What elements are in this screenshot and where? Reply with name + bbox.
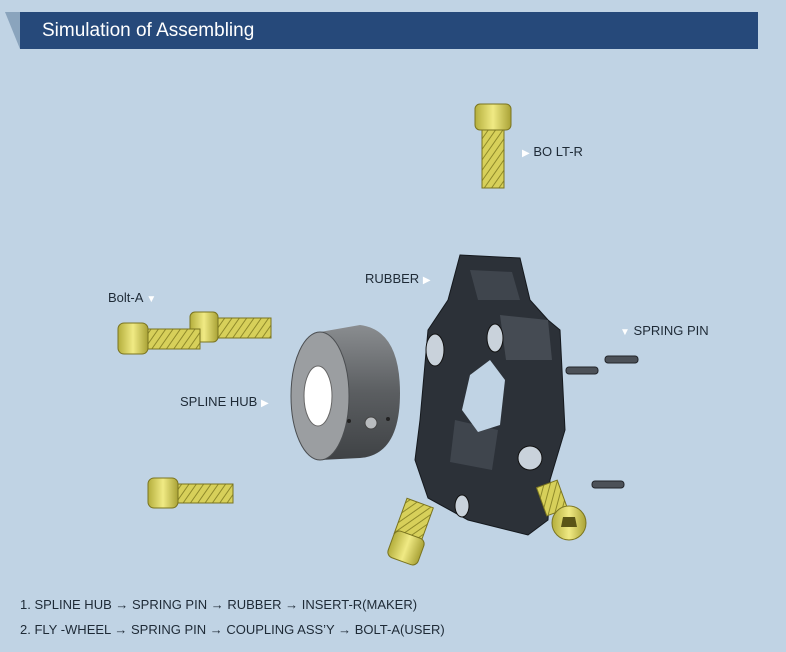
triangle-down-icon: ▼ xyxy=(146,294,157,305)
spring-pins xyxy=(565,355,639,489)
spline-hub-label: SPLINE HUB ▶ xyxy=(180,394,269,409)
step-1: 1. SPLINE HUB → SPRING PIN → RUBBER → IN… xyxy=(20,597,418,612)
triangle-right-icon: ▶ xyxy=(260,398,269,409)
bolt-r-label: ▶ BO LT-R xyxy=(522,144,583,159)
bolt-a-upper xyxy=(189,311,272,343)
bolt-r-part xyxy=(474,103,512,189)
triangle-right-icon: ▶ xyxy=(522,148,530,159)
triangle-down-icon: ▼ xyxy=(620,327,630,338)
bolt-r-lower-left xyxy=(387,497,434,566)
spline-hub-part xyxy=(290,325,400,461)
page-title: Simulation of Assembling xyxy=(20,12,758,49)
rubber-part xyxy=(414,254,566,536)
bolt-a-lower xyxy=(117,322,201,355)
triangle-right-icon: ▶ xyxy=(422,275,431,286)
assembly-steps: 1. SPLINE HUB → SPRING PIN → RUBBER → IN… xyxy=(20,592,445,642)
bolt-a-bottom xyxy=(147,477,234,509)
spring-pin-label: ▼ SPRING PIN xyxy=(620,323,709,338)
bolt-a-label: Bolt-A ▼ xyxy=(108,290,157,305)
step-2: 2. FLY -WHEEL → SPRING PIN → COUPLING AS… xyxy=(20,622,445,637)
rubber-label: RUBBER ▶ xyxy=(365,271,431,286)
bolt-r-lower-right xyxy=(535,479,587,541)
header-fold xyxy=(5,12,20,49)
